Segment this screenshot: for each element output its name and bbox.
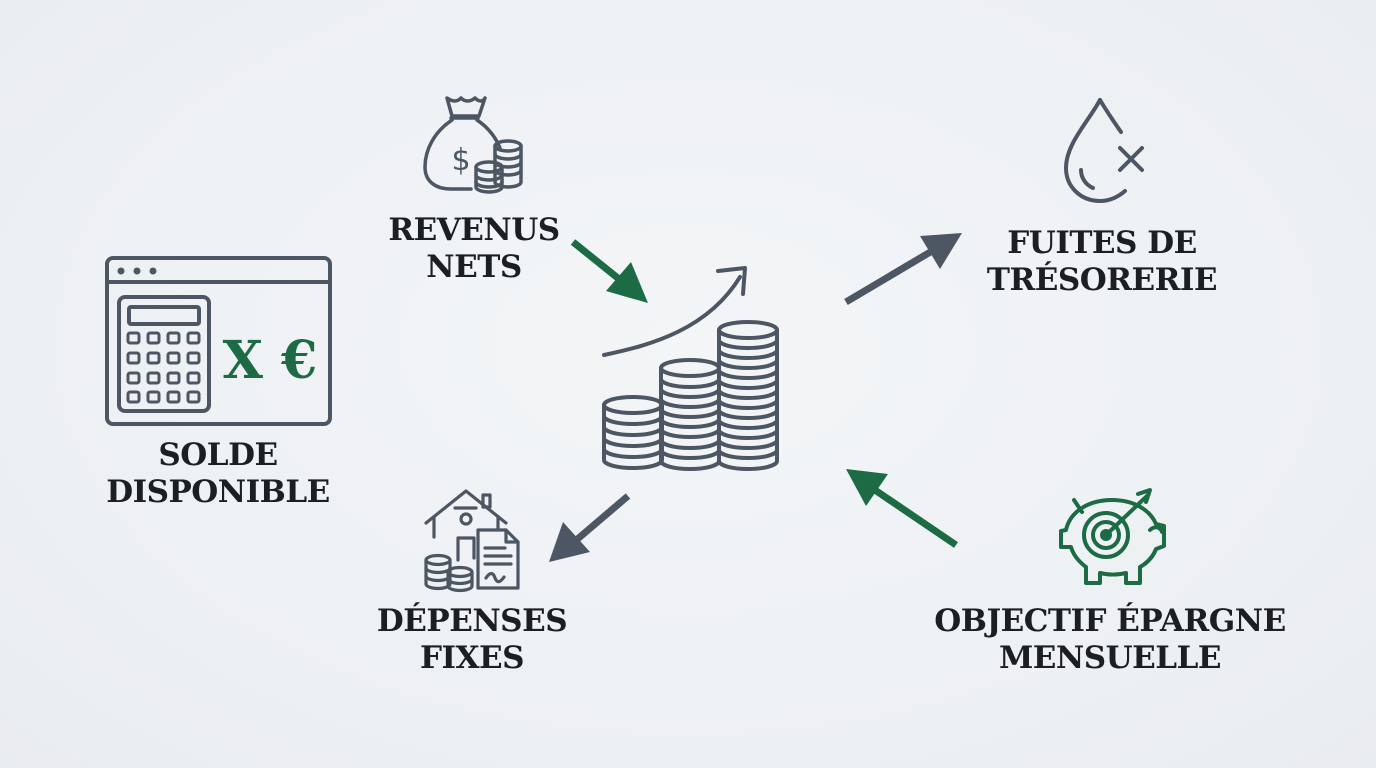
label-solde-line2: DISPONIBLE [106, 474, 330, 510]
label-revenus-line2: NETS [426, 249, 522, 285]
arrow-center-to-depenses [549, 493, 631, 562]
label-objectif-epargne: OBJECTIF ÉPARGNE MENSUELLE [930, 603, 1290, 677]
house-bills-icon [424, 489, 520, 593]
money-bag-icon: $ [423, 96, 523, 194]
label-revenus-line1: REVENUS [388, 212, 560, 248]
balance-display-text: X € [223, 330, 318, 391]
label-fuites-line1: FUITES DE [1007, 225, 1197, 261]
svg-text:$: $ [451, 143, 470, 178]
label-depenses-fixes: DÉPENSES FIXES [362, 603, 582, 677]
label-depenses-line2: FIXES [419, 640, 525, 676]
label-revenus-nets: REVENUS NETS [374, 212, 574, 286]
arrow-objectif-to-center [846, 469, 958, 548]
label-depenses-line1: DÉPENSES [376, 603, 568, 639]
leak-drop-icon [1064, 98, 1144, 203]
coin-stacks-growth-icon [602, 266, 779, 471]
label-solde-line1: SOLDE [158, 437, 278, 473]
label-objectif-line1: OBJECTIF ÉPARGNE [934, 603, 1286, 639]
arrow-revenus-to-center [570, 239, 648, 303]
label-fuites-tresorerie: FUITES DE TRÉSORERIE [972, 225, 1232, 299]
label-objectif-line2: MENSUELLE [998, 640, 1222, 676]
arrow-center-to-fuites [844, 233, 962, 306]
piggy-bank-target-icon [1059, 488, 1166, 585]
calculator-window-icon [105, 256, 332, 426]
label-solde-disponible: SOLDE DISPONIBLE [98, 437, 338, 511]
label-fuites-line2: TRÉSORERIE [986, 262, 1218, 298]
